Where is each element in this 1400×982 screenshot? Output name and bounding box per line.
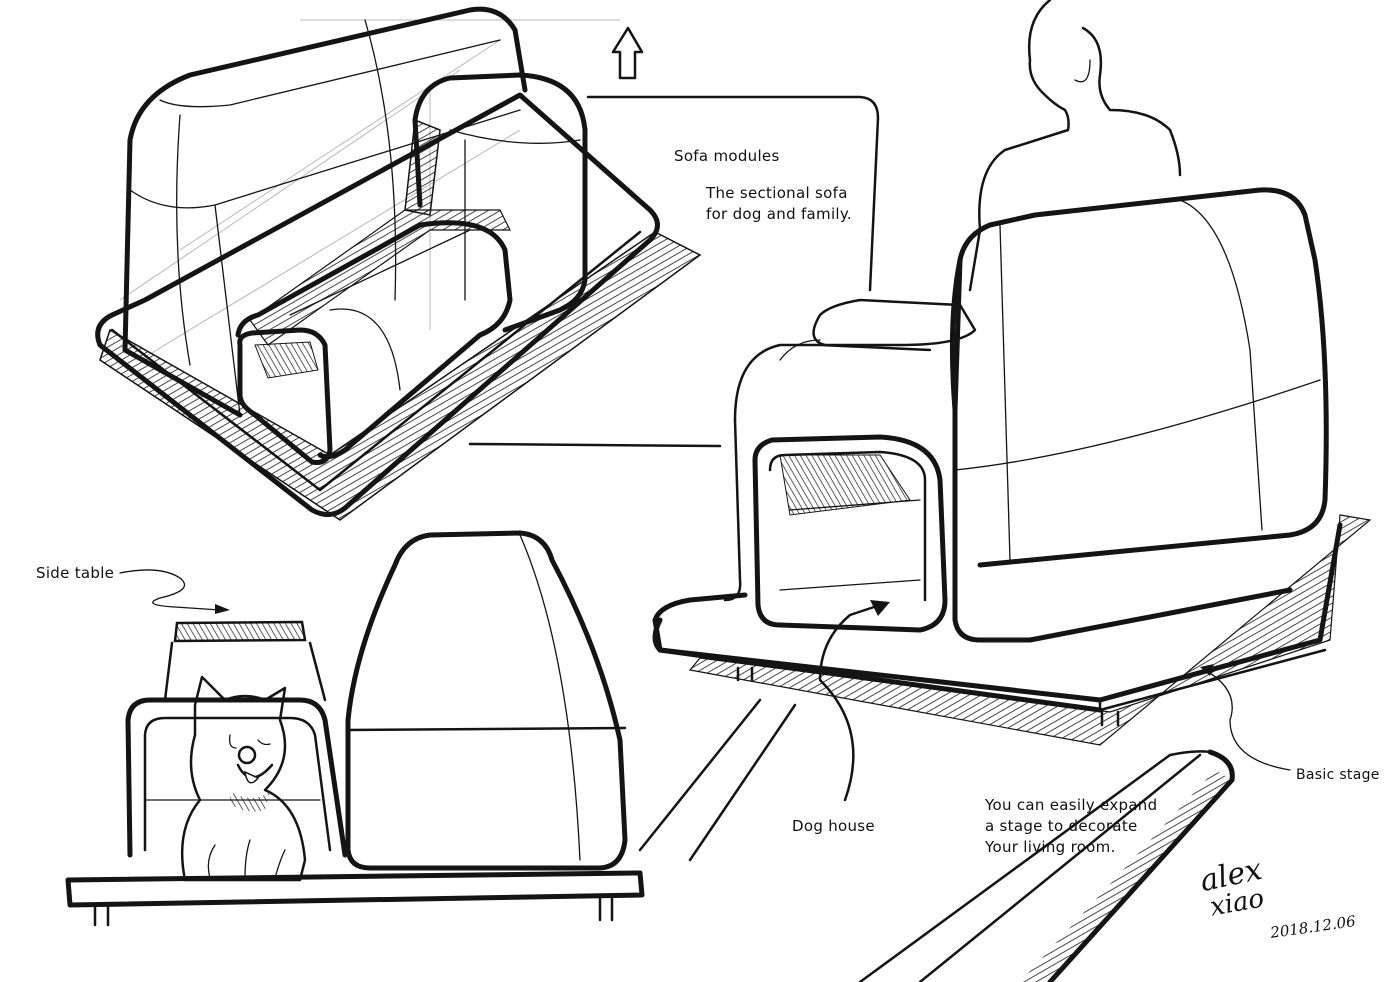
- basic-stage-label: Basic stage: [1296, 767, 1380, 783]
- dog-drawing: [180, 675, 307, 882]
- side-view-sketch: [65, 530, 645, 927]
- sofa-module-sketch: [95, 6, 702, 521]
- expand-stage-note: You can easily expand a stage to decorat…: [985, 796, 1158, 856]
- dog-house-label: Dog house: [792, 817, 875, 835]
- sofa-modules-title: Sofa modules: [674, 147, 780, 165]
- callout-frame: [586, 95, 880, 292]
- callout-connector: [468, 442, 722, 448]
- basic-stage-leader: [1204, 669, 1291, 771]
- sofa-description: The sectional sofa for dog and family.: [706, 184, 852, 223]
- person-on-sofa-sketch: [638, 0, 1372, 982]
- side-table-label: Side table: [36, 564, 115, 582]
- up-arrow-icon: [611, 26, 644, 80]
